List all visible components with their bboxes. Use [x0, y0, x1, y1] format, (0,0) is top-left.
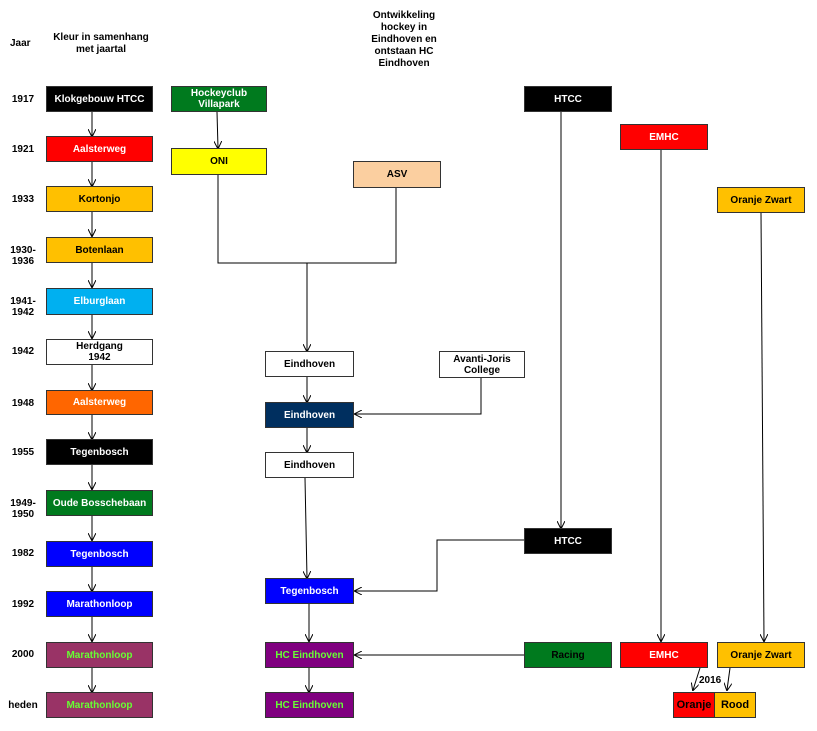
timeline-box-kortonjo: Kortonjo	[46, 186, 153, 212]
club-box-tegenbosch-1992: Tegenbosch	[265, 578, 354, 604]
timeline-box-herdgang: Herdgang 1942	[46, 339, 153, 365]
timeline-box-tegenbosch-1982: Tegenbosch	[46, 541, 153, 567]
timeline-box-elburglaan: Elburglaan	[46, 288, 153, 315]
club-box-eindhoven-1948: Eindhoven	[265, 402, 354, 428]
year-label: 1992	[11, 599, 35, 610]
club-box-oranje-zwart-1933: Oranje Zwart	[717, 187, 805, 213]
timeline-box-marathonloop-2000: Marathonloop	[46, 642, 153, 668]
year-label: 1949-1950	[10, 498, 36, 520]
club-box-hc-eindhoven-heden: HC Eindhoven	[265, 692, 354, 718]
club-box-avanti-joris: Avanti-Joris College	[439, 351, 525, 378]
year-label: 1942	[11, 346, 35, 357]
year-label: 1948	[11, 398, 35, 409]
club-box-hc-eindhoven-2000: HC Eindhoven	[265, 642, 354, 668]
club-box-oranje-rood-right: Rood	[714, 692, 756, 718]
timeline-box-marathonloop-1992: Marathonloop	[46, 591, 153, 617]
club-box-emhc-1921: EMHC	[620, 124, 708, 150]
year-label: 1982	[11, 548, 35, 559]
year-label: 1917	[11, 94, 35, 105]
timeline-box-tegenbosch-1955: Tegenbosch	[46, 439, 153, 465]
header-development: Ontwikkeling hockey in Eindhoven en onts…	[371, 10, 437, 69]
year-label: 1933	[11, 194, 35, 205]
year-label: 1941-1942	[10, 296, 36, 318]
club-box-racing: Racing	[524, 642, 612, 668]
year-label: heden	[8, 700, 38, 711]
year-label: 1921	[11, 144, 35, 155]
timeline-box-botenlaan: Botenlaan	[46, 237, 153, 263]
club-box-oni: ONI	[171, 148, 267, 175]
header-year: Jaar	[10, 38, 31, 49]
year-label: 1930-1936	[10, 245, 36, 267]
club-box-oranje-zwart-2000: Oranje Zwart	[717, 642, 805, 668]
club-box-villapark: Hockeyclub Villapark	[171, 86, 267, 112]
club-box-htcc-1917: HTCC	[524, 86, 612, 112]
club-box-htcc-1982: HTCC	[524, 528, 612, 554]
year-label: 2000	[11, 649, 35, 660]
timeline-box-marathonloop-heden: Marathonloop	[46, 692, 153, 718]
club-box-emhc-2000: EMHC	[620, 642, 708, 668]
club-box-eindhoven-1955: Eindhoven	[265, 452, 354, 478]
timeline-box-klokgebouw: Klokgebouw HTCC	[46, 86, 153, 112]
merge-year-label: 2016	[699, 675, 722, 686]
year-label: 1955	[11, 447, 35, 458]
club-box-eindhoven-1942: Eindhoven	[265, 351, 354, 377]
timeline-box-oude-bosschebaan: Oude Bosschebaan	[46, 490, 153, 516]
header-color: Kleur in samenhang met jaartal	[53, 32, 149, 55]
timeline-box-aalsterweg-1948: Aalsterweg	[46, 390, 153, 415]
club-box-oranje-rood-left: Oranje	[673, 692, 715, 718]
club-box-asv: ASV	[353, 161, 441, 188]
timeline-box-aalsterweg: Aalsterweg	[46, 136, 153, 162]
